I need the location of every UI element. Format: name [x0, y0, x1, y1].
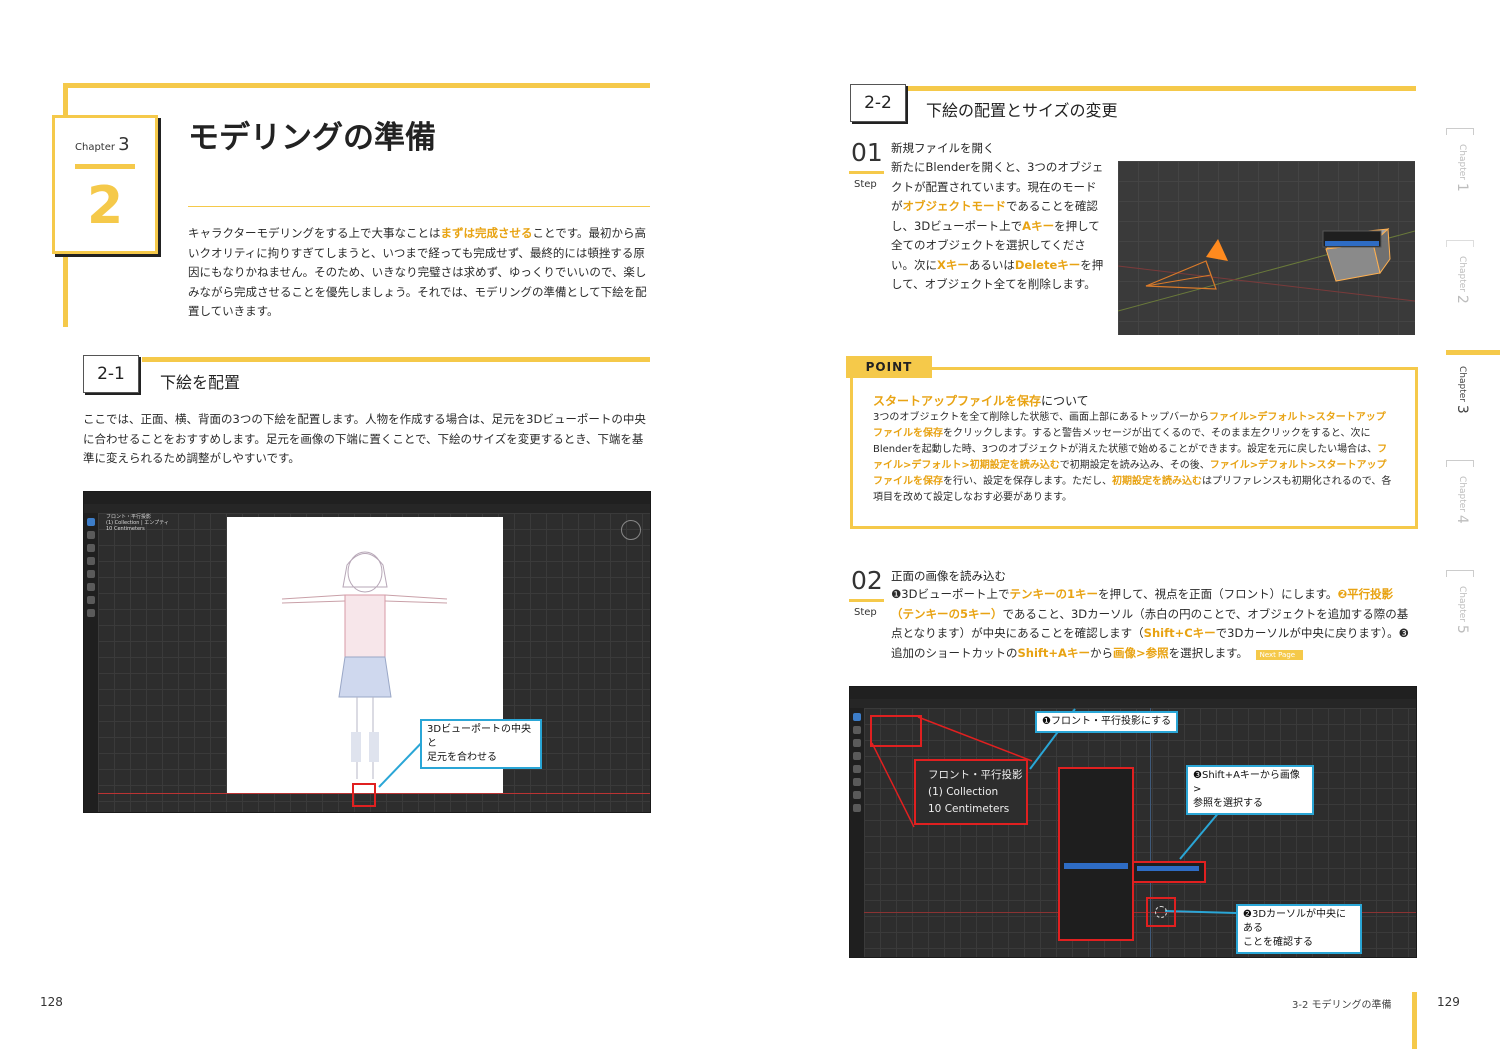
image-submenu-highlight: [1132, 861, 1206, 883]
feet-highlight: [352, 783, 376, 807]
section-big-number: 2: [87, 176, 124, 236]
character-head: [347, 551, 383, 593]
sub-title-left: 下絵を配置: [160, 373, 241, 392]
chapter-tab-4[interactable]: Chapter 4: [1446, 460, 1500, 550]
chapter-tab-5[interactable]: Chapter 5: [1446, 570, 1500, 660]
intro-paragraph: キャラクターモデリングをする上で大事なことはまずは完成させることです。最初から高…: [188, 226, 647, 318]
page-number-right: 129: [1437, 995, 1460, 1009]
chapter-rule: [75, 164, 135, 169]
page-number-left: 128: [40, 995, 63, 1009]
sub-body-left: ここでは、正面、横、背面の3つの下絵を配置します。人物を作成する場合は、足元を3…: [83, 412, 646, 465]
overlay-text-highlight-small: [870, 715, 922, 747]
footer-rule-right: [1412, 992, 1417, 1049]
next-page-badge: Next Page: [1255, 649, 1304, 660]
title-underline: [188, 206, 650, 207]
point-title: スタートアップファイルを保存について: [873, 394, 1089, 408]
step-02-rule: [849, 599, 884, 602]
chapter-tab-1[interactable]: Chapter 1: [1446, 128, 1500, 218]
step-01-body: 新たにBlenderを開くと、3つのオブジェクトが配置されています。現在のモード…: [891, 160, 1104, 291]
chapter-tab-3-active[interactable]: Chapter 3: [1446, 350, 1500, 440]
step-02-body: ❶3Dビューポート上でテンキーの1キーを押して、視点を正面（フロント）にします。…: [891, 587, 1409, 660]
step-01-title: 新規ファイルを開く: [891, 141, 995, 155]
chapter-tab-2[interactable]: Chapter 2: [1446, 240, 1500, 330]
character-body: [344, 594, 386, 658]
callout-3d-cursor: ❷3Dカーソルが中央にあることを確認する: [1236, 904, 1362, 954]
camera-triangle: [1206, 239, 1228, 261]
sub-title-right: 下絵の配置とサイズの変更: [926, 101, 1118, 120]
point-tag: POINT: [846, 356, 932, 378]
cube-front: [1325, 242, 1381, 282]
step-01-number: 01: [851, 138, 883, 167]
sub-number-box-left: 2-1: [83, 355, 139, 393]
point-box: [850, 367, 1418, 529]
chapter-tabs: Chapter 1 Chapter 2 Chapter 3 Chapter 4 …: [1446, 128, 1500, 668]
camera-object: [1145, 260, 1217, 290]
cursor-highlight: [1146, 897, 1176, 927]
step-01-label: Step: [854, 179, 877, 190]
point-body: 3つのオブジェクトを全て削除した状態で、画面上部にあるトップバーからファイル>デ…: [873, 412, 1392, 503]
callout-front-ortho: ❶フロント・平行投影にする: [1035, 711, 1179, 733]
step-02-number: 02: [851, 566, 883, 595]
callout-add-image: ❸Shift+Aキーから画像>参照を選択する: [1186, 765, 1314, 815]
page-title: モデリングの準備: [188, 120, 436, 156]
screenshot-default-scene: [1118, 161, 1415, 335]
gizmo: [621, 520, 641, 540]
sub-number-box-right: 2-2: [850, 84, 906, 122]
character-skirt: [338, 656, 392, 698]
chapter-label: Chapter 3: [75, 134, 130, 155]
step-02-title: 正面の画像を読み込む: [891, 569, 1006, 583]
chapter-box: Chapter 3 2: [52, 115, 158, 254]
sub-rule-right: [850, 86, 1416, 91]
step-01-rule: [849, 171, 884, 174]
step-02-label: Step: [854, 607, 877, 618]
character-drawing: [281, 551, 448, 779]
add-menu-highlight: [1058, 767, 1134, 941]
callout-feet: 3Dビューポートの中央と足元を合わせる: [420, 719, 542, 769]
header-rule-left: [63, 83, 650, 88]
sub-rule-left: [142, 357, 650, 362]
running-head: 3-2 モデリングの準備: [1292, 1000, 1392, 1011]
